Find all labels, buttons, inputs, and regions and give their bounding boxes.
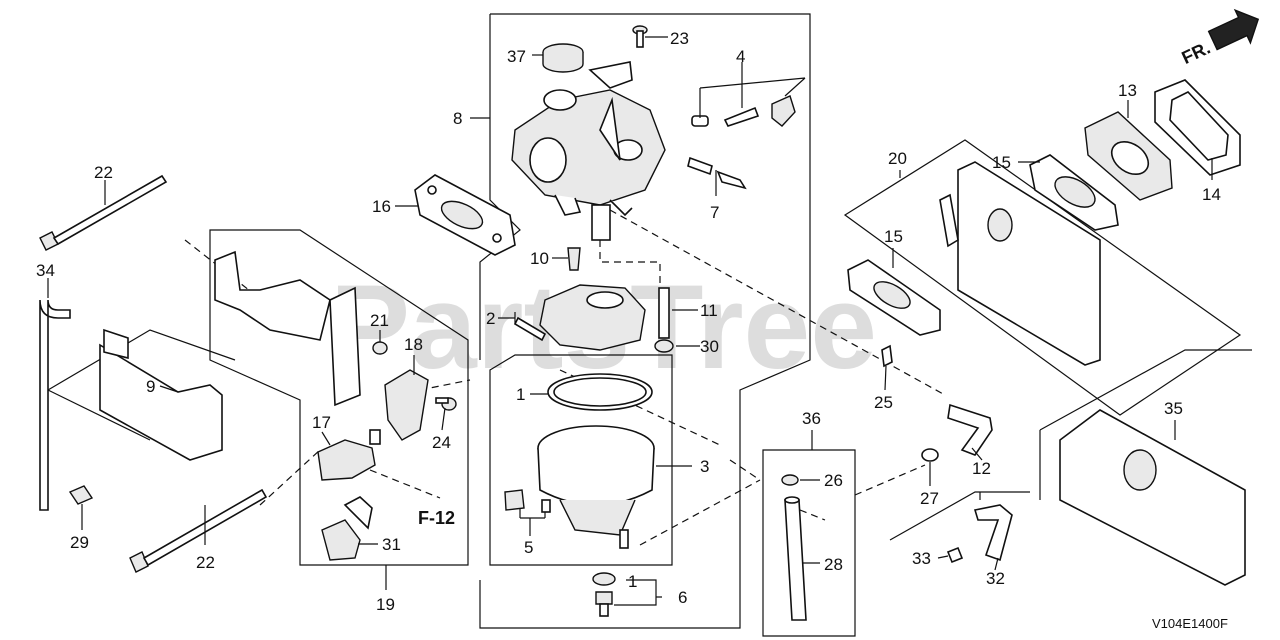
label-10: 10 (530, 249, 549, 268)
part-30-washer[interactable] (654, 339, 674, 353)
label-21: 21 (370, 311, 389, 330)
label-19: 19 (376, 595, 395, 614)
label-27: 27 (920, 489, 939, 508)
label-15-upper: 15 (992, 153, 1011, 172)
label-1a: 1 (516, 385, 525, 404)
part-11-nozzle[interactable] (658, 287, 670, 339)
label-18: 18 (404, 335, 423, 354)
part-31-switch[interactable] (321, 496, 373, 561)
part-3-float-chamber[interactable] (537, 425, 655, 549)
part-24-bolt[interactable] (435, 397, 457, 411)
label-34: 34 (36, 261, 55, 280)
part-29-bolt[interactable] (68, 485, 94, 505)
label-28: 28 (824, 555, 843, 574)
part-23-screw[interactable] (632, 25, 648, 48)
label-2: 2 (486, 309, 495, 328)
part-13-insulator[interactable] (1084, 111, 1173, 201)
label-3: 3 (700, 457, 709, 476)
label-9: 9 (146, 377, 155, 396)
label-23: 23 (670, 29, 689, 48)
part-33-clip[interactable] (946, 546, 964, 564)
part-2-float[interactable] (513, 284, 646, 351)
label-7: 7 (710, 203, 719, 222)
part-27-clip[interactable] (921, 448, 939, 462)
label-8: 8 (453, 109, 462, 128)
part-4-pilot-screw[interactable] (691, 95, 796, 127)
part-16-gasket[interactable] (414, 174, 516, 256)
part-15-gasket-lower[interactable] (847, 259, 941, 336)
part-17-solenoid[interactable] (317, 429, 381, 481)
label-26: 26 (824, 471, 843, 490)
part-labels: 23 37 4 8 7 16 10 11 2 30 1 3 5 1 6 22 3… (36, 29, 1221, 614)
label-35: 35 (1164, 399, 1183, 418)
part-10-main-jet[interactable] (567, 247, 581, 271)
callout-f12: F-12 (418, 508, 455, 528)
label-5: 5 (524, 538, 533, 557)
part-18-holder[interactable] (384, 369, 429, 441)
part-14-gasket[interactable] (1154, 79, 1241, 176)
label-6: 6 (678, 588, 687, 607)
part-12-hose[interactable] (947, 403, 993, 456)
label-31: 31 (382, 535, 401, 554)
choke-linkage[interactable] (214, 250, 361, 407)
front-indicator-label: FR. (1179, 38, 1214, 68)
label-15-lower: 15 (884, 227, 903, 246)
label-12: 12 (972, 459, 991, 478)
label-22-lower: 22 (196, 553, 215, 572)
label-37: 37 (507, 47, 526, 66)
label-36: 36 (802, 409, 821, 428)
front-direction-arrow: FR. (1179, 8, 1260, 68)
part-5-drain-screw[interactable] (504, 489, 551, 513)
label-30: 30 (700, 337, 719, 356)
part-28-tube[interactable] (784, 496, 807, 621)
part-8-carburetor[interactable] (511, 61, 666, 241)
part-21-nut[interactable] (372, 341, 388, 355)
part-15-gasket-upper[interactable] (1029, 154, 1119, 231)
part-37-cap[interactable] (542, 43, 584, 73)
part-1-o-ring[interactable] (547, 373, 653, 411)
part-22-bolt-upper[interactable] (39, 174, 168, 251)
label-29: 29 (70, 533, 89, 552)
diagram-code: V104E1400F (1152, 616, 1228, 631)
part-32-hose[interactable] (973, 504, 1013, 562)
label-22-upper: 22 (94, 163, 113, 182)
group-outlines (47, 13, 1252, 637)
label-25: 25 (874, 393, 893, 412)
leader-lines (47, 36, 1213, 606)
part-35-element[interactable] (1059, 409, 1246, 586)
label-32: 32 (986, 569, 1005, 588)
label-20: 20 (888, 149, 907, 168)
part-25-clip[interactable] (881, 344, 893, 368)
label-17: 17 (312, 413, 331, 432)
label-14: 14 (1202, 185, 1221, 204)
part-9-bracket[interactable] (99, 328, 223, 461)
label-11: 11 (700, 301, 718, 320)
label-24: 24 (432, 433, 451, 452)
label-4: 4 (736, 47, 745, 66)
label-1b: 1 (628, 572, 637, 591)
label-13: 13 (1118, 81, 1137, 100)
part-20-plate[interactable] (939, 161, 1101, 366)
part-34-tube[interactable] (39, 299, 71, 511)
part-26-clip[interactable] (781, 474, 799, 486)
label-33: 33 (912, 549, 931, 568)
label-16: 16 (372, 197, 391, 216)
part-6-bolt-washer[interactable] (592, 572, 616, 617)
part-7-throttle-stop-screw[interactable] (687, 156, 747, 190)
